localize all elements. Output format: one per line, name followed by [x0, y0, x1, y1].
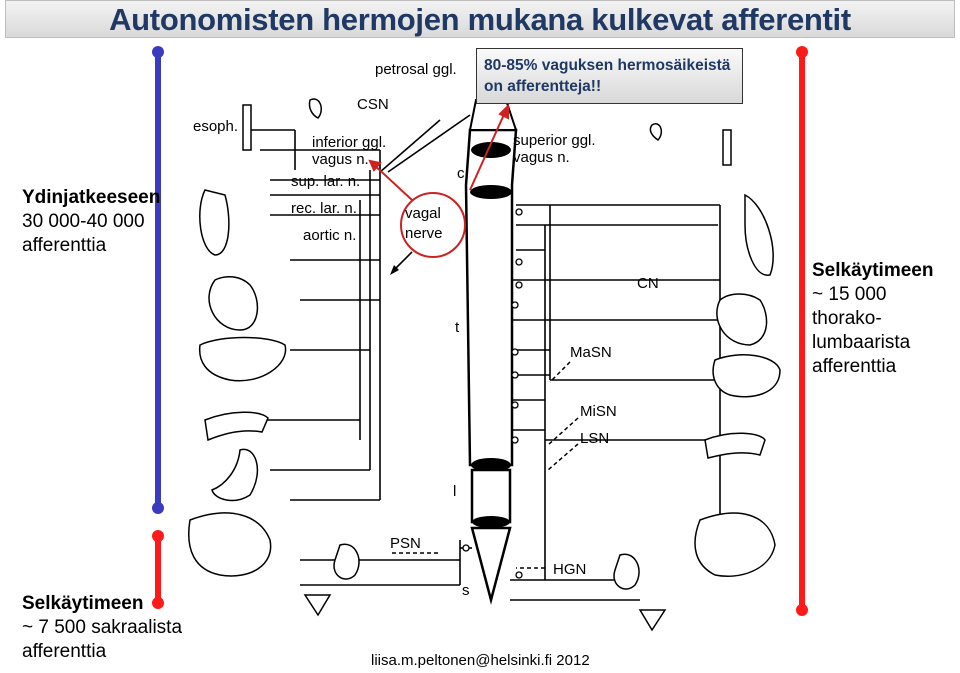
sacral-afferent-text: Selkäytimeen ~ 7 500 sakraalista afferen…: [22, 592, 182, 664]
lung-right-icon: [744, 193, 774, 276]
bladder-icon: [333, 543, 360, 580]
label-rec-lar: rec. lar. n.: [291, 200, 357, 217]
brainstem-count: 30 000-40 000: [22, 211, 145, 232]
vagus-afferent-callout: 80-85% vaguksen hermosäikeistä on affere…: [476, 48, 743, 104]
blue-bar-top-dot: [152, 46, 164, 58]
bladder-right-icon: [613, 553, 640, 590]
sacral-count: ~ 7 500 sakraalista: [22, 617, 183, 638]
pancreas-right-icon: [704, 432, 766, 459]
cord-sacral-tip: [470, 526, 512, 605]
pancreas-icon: [204, 411, 269, 442]
liver-right-icon: [712, 354, 781, 398]
liver-icon: [198, 336, 287, 382]
thoracolumbar-line3: thorako-: [812, 308, 882, 329]
left-nerve-lines: [250, 114, 472, 586]
footer-credit: liisa.m.peltonen@helsinki.fi 2012: [371, 652, 590, 669]
label-vagal: vagal: [405, 205, 441, 222]
esophagus-icon: [242, 104, 252, 151]
thoracolumbar-line5: afferenttia: [812, 356, 897, 377]
intestine-right-icon: [694, 512, 776, 577]
blue-bar-bottom-dot: [152, 502, 164, 514]
thoracolumbar-afferent-text: Selkäytimeen ~ 15 000 thorako- lumbaaris…: [812, 259, 933, 379]
intestine-icon: [188, 512, 272, 577]
label-segment-s: s: [462, 582, 470, 599]
heart-right-icon: [716, 293, 768, 346]
stomach-icon: [211, 448, 259, 502]
cord-band-s: [472, 516, 510, 528]
heart-icon: [208, 275, 259, 331]
label-inferior-ggl: inferior ggl.: [312, 134, 386, 151]
label-hgn: HGN: [553, 561, 586, 578]
red-bar-bottom-dot: [796, 604, 808, 616]
cord-lumbar: [470, 468, 512, 524]
gland-icon: [308, 98, 322, 119]
callout-line-2: on afferentteja!!: [484, 78, 602, 95]
cord-band-t: [470, 185, 512, 199]
thoracolumbar-line4: lumbaarista: [812, 332, 911, 353]
brainstem-unit: afferenttia: [22, 235, 107, 256]
label-sup-lar: sup. lar. n.: [291, 173, 360, 190]
lung-icon: [199, 189, 230, 256]
label-cn: CN: [637, 275, 659, 292]
label-nerve: nerve: [405, 225, 443, 242]
label-inferior-vagus: vagus n.: [312, 151, 369, 168]
red-bar-sacral-top-dot: [152, 530, 164, 542]
label-superior-vagus: vagus n.: [513, 149, 570, 166]
label-psn: PSN: [390, 535, 421, 552]
label-aortic: aortic n.: [303, 227, 356, 244]
label-csn: CSN: [357, 96, 389, 113]
thoracolumbar-count: ~ 15 000: [812, 284, 887, 305]
ganglion-markers: [462, 208, 523, 579]
brainstem: [468, 99, 518, 131]
label-masn: MaSN: [570, 344, 612, 361]
sacral-heading: Selkäytimeen: [22, 593, 144, 614]
label-lsn: LSN: [580, 430, 609, 447]
esophagus-right-icon: [722, 129, 732, 166]
label-petrosal: petrosal ggl.: [375, 61, 457, 78]
red-bar-top-dot: [796, 46, 808, 58]
label-segment-c: c: [457, 165, 465, 182]
brainstem-afferent-text: Ydinjatkeeseen 30 000-40 000 afferenttia: [22, 186, 160, 258]
genital-right-icon: [638, 609, 667, 632]
sacral-unit: afferenttia: [22, 641, 107, 662]
cord-band-c: [471, 142, 511, 158]
vagal-arrow-head: [390, 265, 399, 275]
cord-band-l: [471, 458, 511, 472]
left-organs: [188, 98, 360, 617]
thoracolumbar-heading: Selkäytimeen: [812, 260, 934, 281]
gland-right-icon: [649, 123, 663, 141]
title-bar: [5, 0, 955, 38]
right-organs: [613, 123, 781, 632]
vagal-nerve-circle: [400, 192, 466, 258]
label-segment-t: t: [455, 319, 460, 336]
genital-icon: [303, 594, 332, 617]
dashed-nerve-arrows: [392, 361, 579, 569]
callout-line-1: 80-85% vaguksen hermosäikeistä: [484, 57, 731, 74]
red-bar-sacral-bottom-dot: [152, 597, 164, 609]
label-segment-l: l: [453, 483, 456, 500]
brainstem-heading: Ydinjatkeeseen: [22, 187, 161, 208]
label-esoph: esoph.: [193, 118, 238, 135]
label-superior-ggl: superior ggl.: [513, 132, 596, 149]
right-nerve-lines: [510, 204, 721, 601]
label-misn: MiSN: [580, 403, 617, 420]
red-arrows: [368, 103, 509, 201]
page-title: Autonomisten hermojen mukana kulkevat af…: [109, 2, 851, 37]
